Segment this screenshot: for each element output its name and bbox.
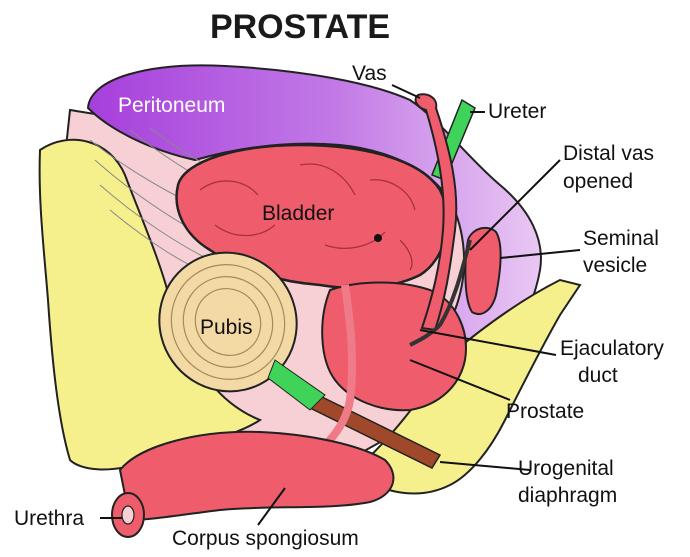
label-pubis: Pubis: [200, 316, 253, 339]
label-vas: Vas: [352, 62, 387, 85]
label-distal-vas-line1: Distal vas: [563, 142, 654, 165]
label-urogenital-line1: Urogenital: [518, 457, 614, 480]
label-corpus-spongiosum: Corpus spongiosum: [172, 527, 359, 550]
label-bladder: Bladder: [262, 202, 334, 225]
label-seminal-line1: Seminal: [583, 227, 659, 250]
label-ureter: Ureter: [488, 100, 546, 123]
label-ejaculatory-line2: duct: [578, 364, 618, 387]
label-prostate: Prostate: [506, 400, 584, 423]
label-urogenital-line2: diaphragm: [518, 484, 617, 507]
label-urethra: Urethra: [14, 507, 84, 530]
label-peritoneum: Peritoneum: [118, 94, 225, 117]
urethra-lumen: [122, 506, 134, 524]
label-distal-vas-line2: opened: [563, 170, 633, 193]
label-ejaculatory-line1: Ejaculatory: [560, 337, 664, 360]
diagram-title: PROSTATE: [210, 8, 390, 46]
label-seminal-line2: vesicle: [583, 254, 647, 277]
ureter-orifice: [374, 234, 382, 242]
